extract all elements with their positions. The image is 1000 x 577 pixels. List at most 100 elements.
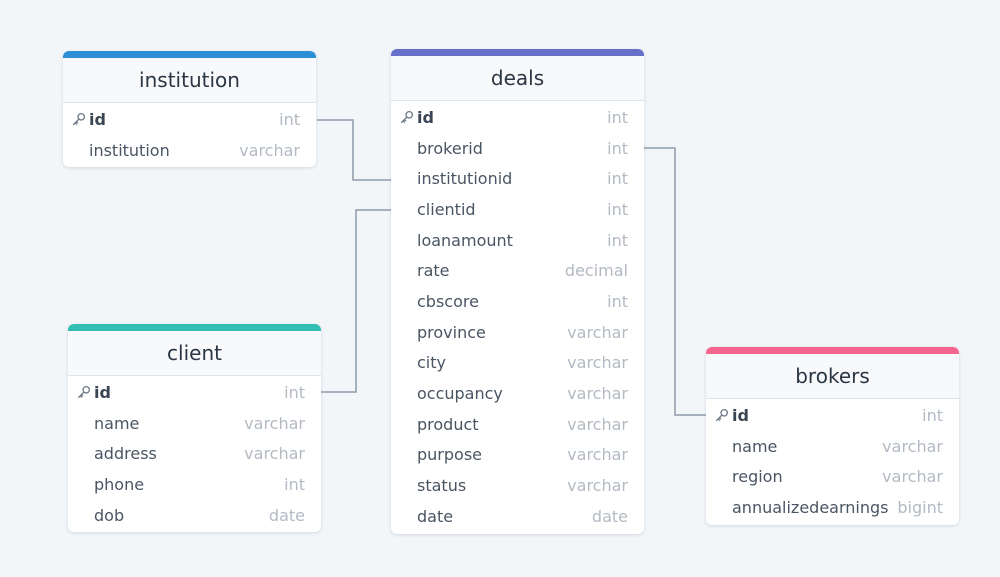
field-row-clientid[interactable]: clientid int (391, 194, 644, 225)
field-type: varchar (567, 322, 628, 342)
field-row-purpose[interactable]: purpose varchar (391, 440, 644, 471)
field-row-city[interactable]: city varchar (391, 348, 644, 379)
field-row-name[interactable]: name varchar (706, 431, 959, 462)
key-slot-empty (715, 500, 732, 514)
key-slot-empty (400, 202, 417, 216)
field-name: purpose (417, 445, 482, 465)
key-icon (715, 408, 732, 422)
key-slot-empty (715, 439, 732, 453)
field-row-date[interactable]: date date (391, 501, 644, 532)
table-accent-bar (68, 324, 321, 331)
table-accent-bar (63, 51, 316, 58)
key-slot-empty (77, 477, 94, 491)
field-type: int (607, 199, 628, 219)
field-type: date (268, 505, 305, 525)
key-slot-empty (400, 448, 417, 462)
table-accent-bar (706, 347, 959, 354)
field-name: id (94, 382, 111, 402)
field-type: date (591, 506, 628, 526)
relation-deals-brokers (644, 147, 706, 416)
field-name: occupancy (417, 384, 503, 404)
key-slot-empty (400, 264, 417, 278)
field-row-id[interactable]: id int (706, 400, 959, 431)
field-name: region (732, 467, 783, 487)
field-name: name (94, 413, 140, 433)
key-slot-empty (400, 233, 417, 247)
field-type: int (607, 107, 628, 127)
field-name: date (417, 506, 454, 526)
key-slot-empty (77, 447, 94, 461)
key-icon (72, 112, 89, 126)
field-row-annualizedearnings[interactable]: annualizedearnings bigint (706, 492, 959, 523)
field-name: status (417, 476, 467, 496)
table-title: deals (490, 66, 545, 90)
field-row-id[interactable]: id int (63, 104, 316, 135)
table-header[interactable]: brokers (706, 354, 959, 399)
field-type: varchar (244, 413, 305, 433)
field-name: product (417, 414, 479, 434)
table-header[interactable]: client (68, 331, 321, 376)
field-row-name[interactable]: name varchar (68, 408, 321, 439)
key-slot-empty (400, 509, 417, 523)
field-name: brokerid (417, 138, 483, 158)
field-name: province (417, 322, 486, 342)
field-type: varchar (567, 414, 628, 434)
key-icon (77, 385, 94, 399)
field-name: rate (417, 261, 450, 281)
field-row-status[interactable]: status varchar (391, 470, 644, 501)
field-type: bigint (897, 497, 943, 517)
field-type: int (279, 109, 300, 129)
field-row-id[interactable]: id int (68, 377, 321, 408)
field-name: loanamount (417, 230, 513, 250)
key-slot-empty (715, 470, 732, 484)
field-name: address (94, 444, 157, 464)
field-name: id (89, 109, 106, 129)
field-type: varchar (567, 353, 628, 373)
key-slot-empty (400, 387, 417, 401)
field-name: id (732, 405, 749, 425)
field-type: varchar (567, 476, 628, 496)
table-title: client (167, 341, 222, 365)
field-type: varchar (882, 436, 943, 456)
field-name: city (417, 353, 446, 373)
field-name: name (732, 436, 778, 456)
field-type: int (607, 230, 628, 250)
key-slot-empty (72, 143, 89, 157)
key-icon (400, 110, 417, 124)
field-row-loanamount[interactable]: loanamount int (391, 225, 644, 256)
field-type: int (607, 291, 628, 311)
key-slot-empty (400, 356, 417, 370)
key-slot-empty (400, 294, 417, 308)
field-name: annualizedearnings (732, 497, 889, 517)
field-name: clientid (417, 199, 476, 219)
field-type: varchar (567, 445, 628, 465)
key-slot-empty (400, 325, 417, 339)
key-slot-empty (400, 172, 417, 186)
field-row-province[interactable]: province varchar (391, 317, 644, 348)
key-slot-empty (77, 416, 94, 430)
field-type: int (284, 382, 305, 402)
field-type: int (922, 405, 943, 425)
table-header[interactable]: deals (391, 56, 644, 101)
key-slot-empty (77, 508, 94, 522)
field-row-product[interactable]: product varchar (391, 409, 644, 440)
table-header[interactable]: institution (63, 58, 316, 103)
